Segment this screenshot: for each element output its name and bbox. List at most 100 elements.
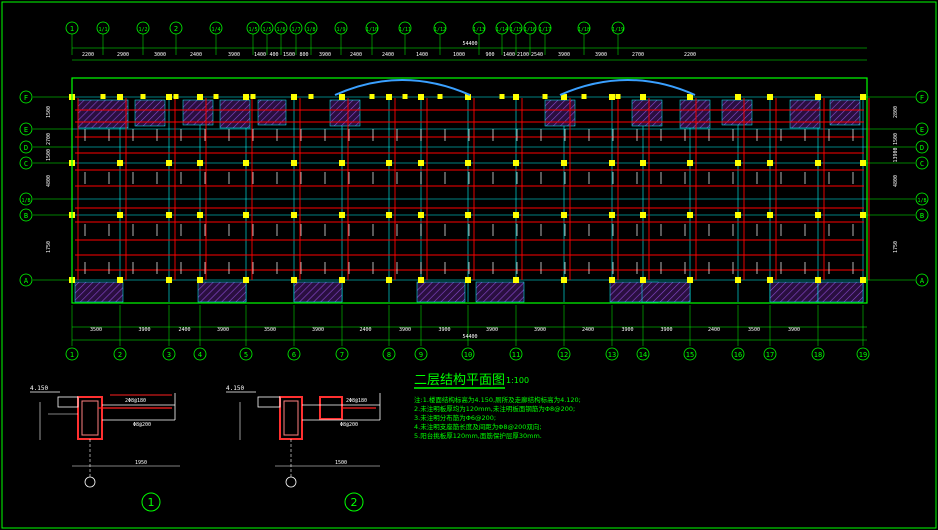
column bbox=[386, 160, 392, 166]
column bbox=[291, 212, 297, 218]
column bbox=[418, 160, 424, 166]
column bbox=[173, 94, 179, 99]
column bbox=[418, 212, 424, 218]
left-axis-label: E bbox=[24, 126, 28, 134]
right-axis-bubble bbox=[915, 192, 929, 206]
top-axis-label: 2 bbox=[174, 25, 178, 33]
column bbox=[499, 94, 505, 99]
hatched-balcony bbox=[641, 281, 691, 303]
top-axis-label: 1/15 bbox=[510, 27, 522, 33]
bottom-axis-bubble bbox=[509, 347, 523, 361]
column bbox=[100, 94, 106, 99]
column bbox=[767, 277, 773, 283]
left-dim-value: 1750 bbox=[46, 241, 52, 253]
top-dim-value: 2200 bbox=[684, 52, 696, 58]
top-dim-value: 2540 bbox=[531, 52, 543, 58]
column bbox=[687, 277, 693, 283]
hatched-balcony bbox=[74, 281, 124, 303]
note-line: 4.未注明支座筋长度及间距为Φ8@200双向; bbox=[414, 422, 542, 431]
bottom-axis-label: 8 bbox=[387, 351, 391, 359]
column bbox=[250, 94, 256, 99]
left-axis-label: A bbox=[24, 277, 29, 285]
bottom-axis-label: 19 bbox=[859, 351, 867, 359]
column bbox=[542, 94, 548, 99]
column bbox=[561, 212, 567, 218]
column bbox=[513, 94, 519, 100]
left-dim-value: 2700 bbox=[46, 133, 52, 145]
bottom-axis-bubble bbox=[605, 347, 619, 361]
column bbox=[339, 160, 345, 166]
top-dim-value: 2400 bbox=[382, 52, 394, 58]
left-axis-bubble bbox=[19, 273, 33, 287]
detail-1-rebar-b: Φ8@200 bbox=[133, 422, 151, 428]
column bbox=[735, 160, 741, 166]
bottom-dim-value: 3900 bbox=[788, 327, 800, 333]
hatched-balcony bbox=[475, 281, 525, 303]
detail-2-dim: 1500 bbox=[335, 460, 347, 466]
detail-1-elevation: 4.150 bbox=[30, 385, 48, 392]
bottom-axis-label: 7 bbox=[340, 351, 344, 359]
bottom-axis-label: 6 bbox=[292, 351, 296, 359]
column bbox=[860, 277, 866, 283]
bottom-axis-bubble bbox=[113, 347, 127, 361]
column bbox=[465, 94, 471, 100]
bottom-axis-label: 18 bbox=[814, 351, 822, 359]
column bbox=[140, 94, 146, 99]
hatched-slab bbox=[77, 99, 129, 129]
column bbox=[243, 160, 249, 166]
top-dim-value: 3900 bbox=[558, 52, 570, 58]
bottom-axis-label: 11 bbox=[512, 351, 520, 359]
bottom-axis-bubble bbox=[414, 347, 428, 361]
left-dim-value: 1500 bbox=[46, 106, 52, 118]
bottom-axis-bubble bbox=[763, 347, 777, 361]
column bbox=[117, 94, 123, 100]
column bbox=[640, 212, 646, 218]
column bbox=[815, 277, 821, 283]
column bbox=[561, 94, 567, 100]
hatched-slab bbox=[679, 99, 711, 129]
bottom-axis-bubble bbox=[636, 347, 650, 361]
column bbox=[386, 212, 392, 218]
column bbox=[860, 212, 866, 218]
bottom-axis-label: 4 bbox=[198, 351, 202, 359]
top-dim-value: 800 bbox=[299, 52, 308, 58]
right-axis-label: C bbox=[920, 160, 924, 168]
hatched-slab bbox=[257, 99, 287, 126]
hatched-balcony bbox=[197, 281, 247, 303]
top-axis-label: 1 bbox=[70, 25, 74, 33]
column bbox=[291, 277, 297, 283]
hatched-slab bbox=[789, 99, 821, 129]
right-axis-bubble bbox=[915, 140, 929, 154]
left-axis-label: 1/B bbox=[21, 198, 30, 204]
column bbox=[197, 94, 203, 100]
column bbox=[117, 277, 123, 283]
column bbox=[609, 277, 615, 283]
left-dim-value: 1500 bbox=[46, 149, 52, 161]
section-detail-2: 4.150 2Φ8@180 Φ8@200 1500 2 bbox=[226, 385, 381, 512]
top-axis-label: 1/14 bbox=[496, 27, 508, 33]
top-axis-label: 1/6 bbox=[276, 27, 285, 33]
bottom-axis-label: 2 bbox=[118, 351, 122, 359]
left-axis-label: C bbox=[24, 160, 28, 168]
arch-bay-left bbox=[334, 79, 471, 96]
column bbox=[815, 160, 821, 166]
right-axis-label: 1/B bbox=[917, 198, 926, 204]
bottom-axis-label: 9 bbox=[419, 351, 423, 359]
column bbox=[166, 160, 172, 166]
top-dim-value: 2700 bbox=[632, 52, 644, 58]
detail-2-elevation: 4.150 bbox=[226, 385, 244, 392]
top-dim-value: 2200 bbox=[82, 52, 94, 58]
top-dim-value: 2400 bbox=[350, 52, 362, 58]
bottom-dim-value: 2400 bbox=[708, 327, 720, 333]
arch-bay-right bbox=[559, 79, 696, 96]
right-dim-value: 2800 bbox=[893, 106, 899, 118]
top-dim-value: 2400 bbox=[190, 52, 202, 58]
detail-2-label-bubble bbox=[344, 492, 364, 512]
column bbox=[815, 94, 821, 99]
right-axis-label: D bbox=[920, 144, 924, 152]
top-axis-label: 1/9 bbox=[336, 27, 345, 33]
section-detail-1: 4.150 2Φ8@180 Φ8@200 1950 1 bbox=[30, 385, 180, 512]
